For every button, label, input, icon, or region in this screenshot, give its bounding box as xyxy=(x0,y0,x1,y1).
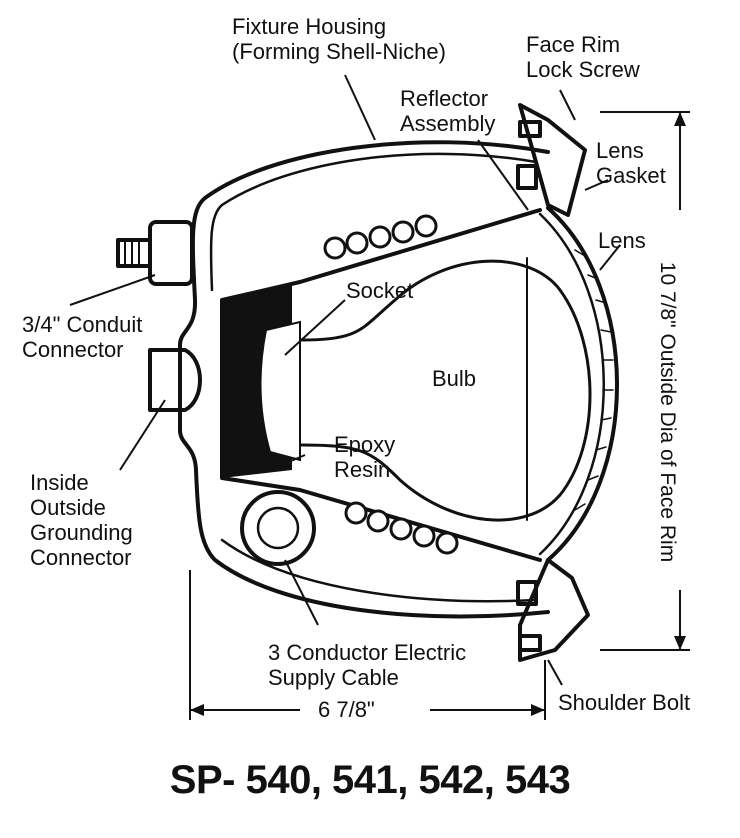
label-face-rim-dimension: 10 7/8" Outside Dia of Face Rim xyxy=(656,261,679,563)
lock-screw-top xyxy=(518,120,542,138)
lens-inner xyxy=(538,212,605,556)
label-reflector-assembly: Reflector Assembly xyxy=(400,86,496,136)
socket-shape xyxy=(259,320,301,462)
coils-top xyxy=(323,214,438,260)
lens-hatch xyxy=(574,249,614,511)
gasket-bolt-top xyxy=(516,164,538,190)
supply-cable-loop-inner xyxy=(256,506,300,550)
label-bulb: Bulb xyxy=(432,366,477,391)
housing-lower-inner-line xyxy=(220,538,538,603)
label-supply-cable: 3 Conductor Electric Supply Cable xyxy=(268,640,467,690)
model-numbers: SP- 540, 541, 542, 543 xyxy=(169,758,571,802)
label-fixture-housing: Fixture Housing (Forming Shell-Niche) xyxy=(232,14,446,64)
fixture-housing-shell xyxy=(178,140,550,619)
conduit-threads xyxy=(124,239,140,267)
bulb-outline xyxy=(298,259,592,522)
conduit-nut xyxy=(148,220,194,286)
label-width-dimension: 6 7/8" xyxy=(318,697,375,722)
leader-lines xyxy=(69,74,621,686)
supply-cable-loop xyxy=(240,490,316,566)
face-rim-top xyxy=(518,103,587,217)
face-rim-bottom xyxy=(518,558,590,662)
label-lens: Lens xyxy=(598,228,646,253)
coils-bottom xyxy=(344,501,459,555)
label-grounding-connector: Inside Outside Grounding Connector xyxy=(30,470,133,570)
lock-screw-bottom xyxy=(518,634,542,652)
label-socket: Socket xyxy=(346,278,414,303)
dimension-lines xyxy=(189,111,690,720)
label-epoxy-resin: Epoxy Resin xyxy=(334,432,396,482)
label-lens-gasket: Lens Gasket xyxy=(596,138,666,188)
shoulder-bolt-bottom xyxy=(516,580,538,606)
label-face-rim-lock-screw: Face Rim Lock Screw xyxy=(526,32,640,82)
conduit-pipe xyxy=(116,238,152,268)
label-shoulder-bolt: Shoulder Bolt xyxy=(558,690,691,715)
grounding-connector-body xyxy=(148,348,202,412)
label-conduit-connector: 3/4" Conduit Connector xyxy=(22,312,143,362)
lens-outer xyxy=(546,206,619,562)
housing-inner-line xyxy=(209,152,538,292)
dimension-arrows xyxy=(190,112,686,716)
